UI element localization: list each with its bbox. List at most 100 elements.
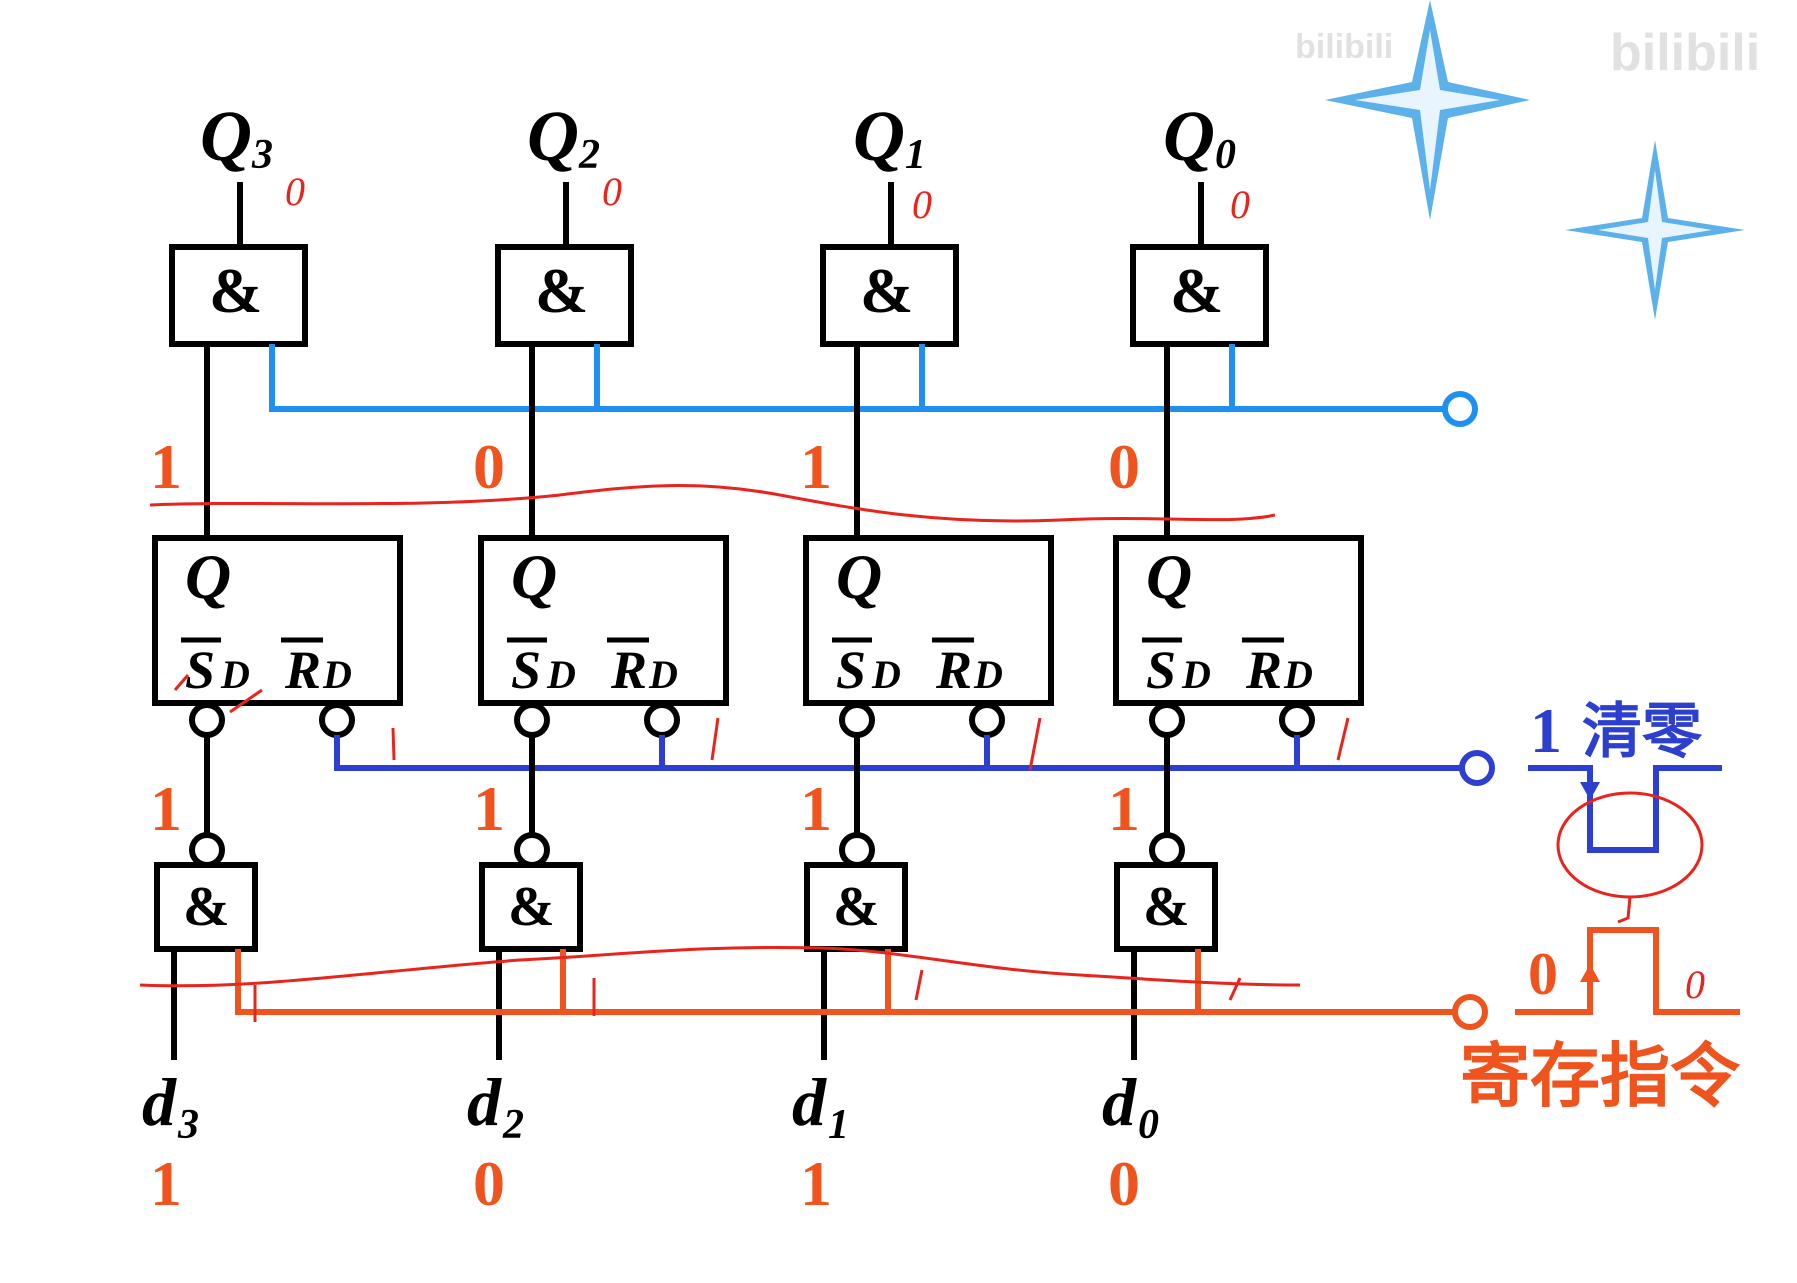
store-label: 寄存指令 bbox=[1460, 1038, 1741, 1116]
store-level: 0 bbox=[1528, 941, 1558, 1007]
ff-sd-label: S bbox=[511, 640, 541, 700]
svg-text:0: 0 bbox=[1138, 1102, 1159, 1148]
svg-text:Q: Q bbox=[1163, 96, 1215, 176]
handwritten-mark: 0 bbox=[1230, 182, 1250, 227]
input-value-0: 0 bbox=[1108, 1148, 1140, 1219]
clear-label: 清零 bbox=[1582, 699, 1703, 765]
falling-edge-arrow-icon bbox=[1580, 782, 1600, 800]
svg-text:2: 2 bbox=[578, 132, 600, 178]
handwritten-annotations bbox=[139, 484, 1704, 1022]
ff-sd-subscript: D bbox=[220, 652, 250, 697]
watermark-text: bilibili bbox=[1295, 28, 1393, 66]
nand-output-bubble bbox=[1149, 832, 1185, 868]
nand-gate-store-0 bbox=[1114, 862, 1218, 952]
rd-inverter-bubble bbox=[1279, 702, 1315, 738]
sd-inverter-bubble bbox=[839, 702, 875, 738]
svg-text:3: 3 bbox=[251, 132, 273, 178]
and-symbol: & bbox=[833, 876, 880, 938]
input-value-1: 1 bbox=[800, 1148, 832, 1219]
rd-inverter-bubble bbox=[319, 702, 355, 738]
input-label-d3: d 3 bbox=[142, 1064, 199, 1148]
stored-value-3: 1 bbox=[150, 431, 182, 502]
stored-value-0: 0 bbox=[1108, 431, 1140, 502]
and-symbol: & bbox=[860, 255, 913, 326]
svg-text:d: d bbox=[467, 1064, 502, 1140]
store-signal: 0 寄存指令 bbox=[1460, 927, 1741, 1116]
sd-wires bbox=[204, 735, 1170, 835]
read-bus bbox=[269, 344, 1445, 412]
handwritten-zero-marks: 0 0 0 0 0 bbox=[285, 169, 1705, 1007]
ff-rd-subscript: D bbox=[1283, 652, 1313, 697]
output-label-q2: Q 2 bbox=[527, 96, 600, 178]
handwritten-mark: 0 bbox=[912, 182, 932, 227]
rd-inverter-bubble bbox=[644, 702, 680, 738]
flip-flop-1 bbox=[803, 535, 1054, 706]
ff-rd-subscript: D bbox=[648, 652, 678, 697]
svg-text:2: 2 bbox=[502, 1102, 524, 1148]
rd-inverter-bubble bbox=[969, 702, 1005, 738]
and-symbol: & bbox=[183, 876, 230, 938]
nand-output-bubble bbox=[189, 832, 225, 868]
ff-rd-subscript: D bbox=[973, 652, 1003, 697]
star-icon bbox=[1325, 0, 1530, 220]
store-terminal bbox=[1452, 994, 1488, 1030]
nand-output-bubble bbox=[839, 832, 875, 868]
svg-text:d: d bbox=[142, 1064, 177, 1140]
input-value-3: 1 bbox=[150, 1148, 182, 1219]
input-label-d0: d 0 bbox=[1102, 1064, 1159, 1148]
svg-text:0: 0 bbox=[1215, 132, 1236, 178]
and-gate-read-2 bbox=[495, 244, 634, 347]
svg-text:1: 1 bbox=[905, 132, 926, 178]
and-gate-read-0 bbox=[1130, 244, 1269, 347]
svg-text:d: d bbox=[1102, 1064, 1137, 1140]
nand-gate-store-2 bbox=[479, 862, 583, 952]
nand-output-bubble bbox=[514, 832, 550, 868]
handwritten-mark: 0 bbox=[285, 169, 305, 214]
output-label-q3: Q 3 bbox=[200, 96, 273, 178]
clear-level: 1 bbox=[1530, 695, 1562, 766]
clear-signal: 1 清零 bbox=[1528, 695, 1722, 853]
sd-value-2: 1 bbox=[473, 773, 505, 844]
and-symbol: & bbox=[508, 876, 555, 938]
ff-q-label: Q bbox=[1146, 541, 1192, 612]
sd-value-0: 1 bbox=[1108, 773, 1140, 844]
and-symbol: & bbox=[209, 255, 262, 326]
bilibili-logo: bilibili bbox=[1610, 24, 1760, 82]
sd-value-1: 1 bbox=[800, 773, 832, 844]
star-icon-small bbox=[1565, 140, 1745, 320]
q-wires bbox=[204, 344, 1170, 538]
ff-sd-label: S bbox=[185, 640, 215, 700]
input-label-d2: d 2 bbox=[467, 1064, 524, 1148]
sd-inverter-bubble bbox=[189, 702, 225, 738]
svg-text:d: d bbox=[792, 1064, 827, 1140]
store-pulse-waveform bbox=[1515, 927, 1740, 1015]
ff-rd-label: R bbox=[935, 640, 972, 700]
rising-edge-arrow-icon bbox=[1580, 964, 1600, 982]
flip-flop-3 bbox=[152, 535, 403, 706]
ff-q-label: Q bbox=[836, 541, 882, 612]
stored-value-2: 0 bbox=[473, 431, 505, 502]
input-value-2: 0 bbox=[473, 1148, 505, 1219]
ff-q-label: Q bbox=[511, 541, 557, 612]
sd-value-3: 1 bbox=[150, 773, 182, 844]
svg-text:Q: Q bbox=[200, 96, 252, 176]
svg-text:Q: Q bbox=[853, 96, 905, 176]
input-label-d1: d 1 bbox=[792, 1064, 849, 1148]
output-label-q1: Q 1 bbox=[853, 96, 926, 178]
ff-q-label: Q bbox=[185, 541, 231, 612]
clear-bus bbox=[334, 735, 1462, 771]
and-gate-read-1 bbox=[820, 244, 959, 347]
read-terminal bbox=[1442, 391, 1478, 427]
store-bus bbox=[235, 949, 1455, 1015]
nand-gate-store-3 bbox=[154, 862, 258, 952]
ff-sd-label: S bbox=[1146, 640, 1176, 700]
and-symbol: & bbox=[535, 255, 588, 326]
ff-rd-label: R bbox=[284, 640, 321, 700]
watermark: bilibili bilibili bbox=[1295, 24, 1760, 82]
flip-flop-2 bbox=[478, 535, 729, 706]
and-symbol: & bbox=[1143, 876, 1190, 938]
clear-pulse-waveform bbox=[1528, 765, 1722, 853]
ff-sd-subscript: D bbox=[1181, 652, 1211, 697]
ff-sd-label: S bbox=[836, 640, 866, 700]
